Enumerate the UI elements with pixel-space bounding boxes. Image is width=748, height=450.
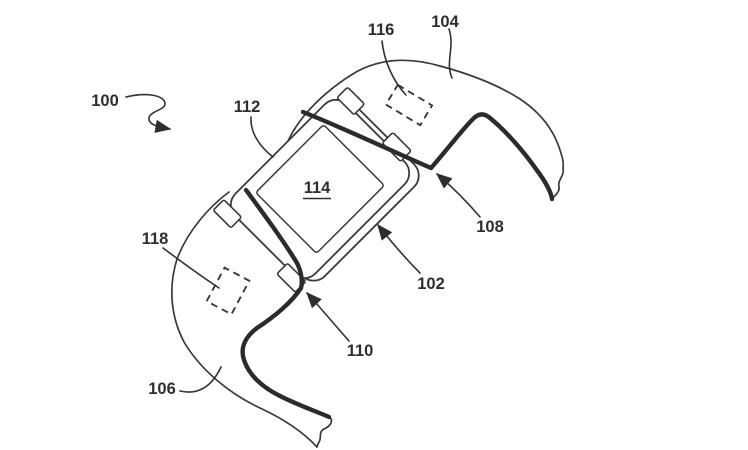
lower-band-outer-contour [170, 191, 318, 448]
ref-label-108: 108 [476, 218, 504, 236]
ref-label-112: 112 [234, 98, 261, 116]
band-lug-left [213, 199, 242, 228]
upper-band-outer-contour [287, 59, 565, 169]
watch-display [256, 125, 384, 253]
leader-116 [381, 40, 407, 96]
dashed-region-116 [384, 83, 434, 127]
leader-108 [435, 173, 481, 218]
ref-label-104: 104 [431, 13, 459, 31]
ref-label-110: 110 [347, 342, 374, 360]
leader-102 [377, 223, 421, 274]
dashed-region-118 [205, 266, 251, 316]
ref-label-116: 116 [368, 21, 395, 39]
ref-label-102: 102 [417, 275, 445, 293]
upper-band-inner-edge [300, 109, 555, 202]
lower-band-inner-edge [240, 187, 332, 420]
ref-label-106: 106 [148, 380, 176, 398]
leader-110 [306, 292, 350, 342]
ref-label-100: 100 [91, 92, 119, 110]
upper-band-break-edge [551, 167, 565, 201]
leader-106 [179, 366, 222, 393]
ref-label-114: 114 [304, 179, 331, 197]
leader-104 [448, 28, 453, 79]
leader-100 [125, 93, 172, 133]
band-lug-top [336, 87, 365, 115]
lower-band-break-edge [316, 416, 333, 448]
leader-112 [250, 116, 274, 158]
ref-label-118: 118 [142, 230, 169, 248]
leader-118 [162, 247, 220, 289]
